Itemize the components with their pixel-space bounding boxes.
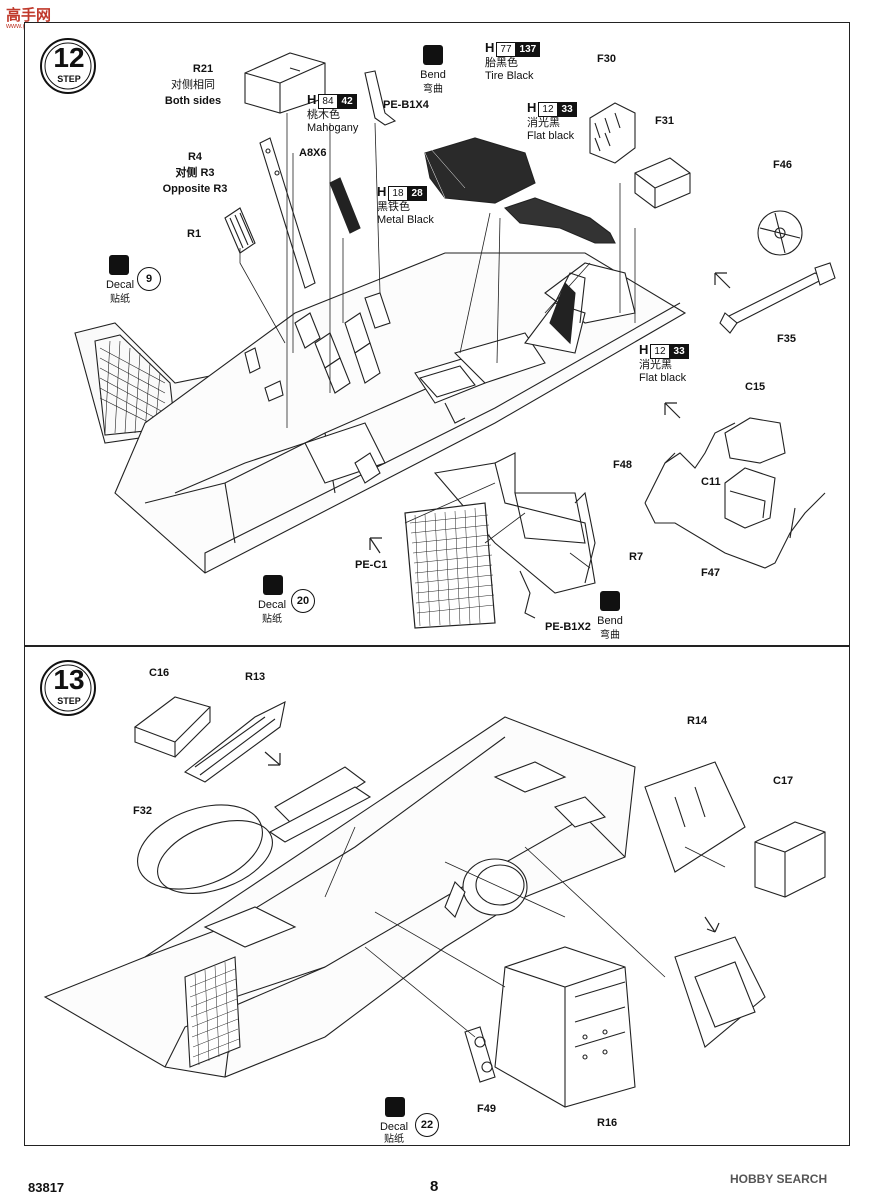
step-13-panel: 13 STEP C16 R13 F32 R14 C17 F49 R16 Deca…	[24, 646, 850, 1146]
label-f35: F35	[777, 333, 796, 345]
decal-icon	[385, 1097, 405, 1117]
bend-label-2-cn: 弯曲	[600, 630, 620, 641]
step-12-panel: 12 STEP R21 对侧相同 Both sides R4 对侧 R3 Opp…	[24, 22, 850, 646]
label-pe-c1: PE-C1	[355, 559, 388, 571]
label-c15: C15	[745, 381, 766, 393]
step-12-label: STEP	[57, 74, 81, 84]
label-r4-cn: 对侧 R3	[175, 167, 215, 179]
label-r1: R1	[187, 228, 202, 240]
label-r21-en: Both sides	[164, 95, 222, 107]
label-r21: R21	[192, 63, 214, 75]
page-number: 8	[430, 1178, 439, 1195]
label-r14: R14	[687, 715, 708, 727]
label-r4: R4	[187, 151, 203, 163]
kit-number: 83817	[28, 1180, 65, 1195]
decal-9-label-cn: 贴纸	[110, 294, 130, 305]
label-f49: F49	[477, 1103, 496, 1115]
watermark-logo: 高手网	[6, 7, 52, 24]
step-13-label: STEP	[57, 696, 81, 706]
label-r13: R13	[245, 671, 266, 683]
label-f31: F31	[655, 115, 674, 127]
label-f46: F46	[773, 159, 792, 171]
decal-9-label: Decal	[105, 279, 135, 291]
label-c11: C11	[701, 476, 721, 488]
label-f47: F47	[701, 567, 720, 579]
label-pe-b1x2: PE-B1X2	[545, 621, 591, 633]
label-pe-b1x4: PE-B1X4	[383, 99, 429, 111]
step-12-badge	[40, 38, 96, 94]
decal-icon	[109, 255, 129, 275]
decal-20-label: Decal	[257, 599, 287, 611]
decal-9-number: 9	[137, 267, 161, 291]
decal-20-number: 20	[291, 589, 315, 613]
decal-22-label-cn: 贴纸	[384, 1134, 404, 1145]
bend-icon	[423, 45, 443, 65]
decal-22-number: 22	[415, 1113, 439, 1137]
decal-20-label-cn: 贴纸	[262, 614, 282, 625]
step-13-drawing	[43, 696, 826, 1108]
bend-label-1-cn: 弯曲	[423, 84, 443, 95]
label-f30: F30	[597, 53, 616, 65]
step-13-number: 13	[53, 664, 85, 695]
step-12-number: 12	[53, 42, 85, 73]
brand-watermark: HOBBY SEARCH	[730, 1172, 828, 1186]
decal-icon	[263, 575, 283, 595]
label-r21-cn: 对侧相同	[171, 79, 215, 91]
label-c16: C16	[149, 667, 170, 679]
decal-22-label: Decal	[379, 1121, 409, 1133]
label-r16: R16	[597, 1117, 618, 1129]
bend-label-2: Bend	[597, 615, 623, 627]
label-c17: C17	[773, 775, 794, 787]
label-f32: F32	[133, 805, 152, 817]
bend-label-1: Bend	[420, 69, 446, 81]
step-12-drawing	[74, 52, 836, 629]
label-f48: F48	[613, 459, 632, 471]
bend-icon	[600, 591, 620, 611]
label-a8x6: A8X6	[299, 147, 327, 159]
label-r7: R7	[629, 551, 644, 563]
step-13-badge	[40, 660, 96, 716]
label-r4-en: Opposite R3	[162, 183, 228, 195]
